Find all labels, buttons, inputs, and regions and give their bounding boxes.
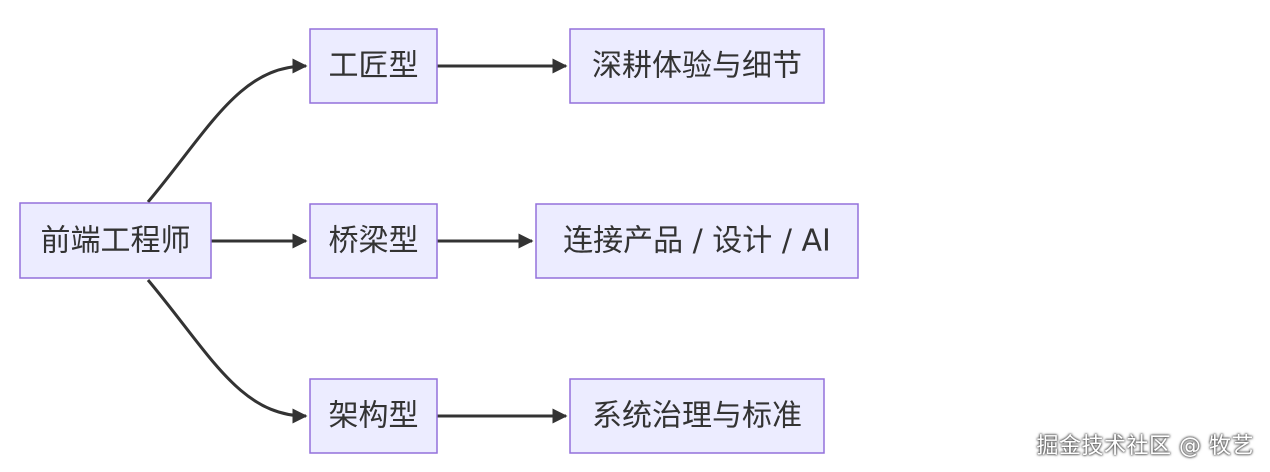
node-bridge-detail: 连接产品 / 设计 / AI: [535, 203, 859, 279]
node-bridge-detail-label: 连接产品 / 设计 / AI: [563, 224, 831, 259]
node-craftsman-detail: 深耕体验与细节: [569, 28, 825, 104]
watermark: 掘金技术社区 @ 牧艺: [1036, 434, 1254, 459]
node-root-label: 前端工程师: [41, 224, 191, 259]
node-architect-label: 架构型: [329, 399, 419, 434]
node-craftsman-label: 工匠型: [329, 49, 419, 84]
edge-root-to-craftsman: [146, 58, 308, 203]
node-bridge-label: 桥梁型: [329, 224, 419, 259]
node-craftsman-detail-label: 深耕体验与细节: [592, 49, 802, 84]
edge-root-to-architect: [146, 279, 308, 424]
node-architect: 架构型: [309, 378, 438, 454]
node-root: 前端工程师: [19, 202, 212, 279]
node-architect-detail: 系统治理与标准: [569, 378, 825, 454]
node-bridge: 桥梁型: [309, 203, 438, 279]
node-architect-detail-label: 系统治理与标准: [592, 399, 802, 434]
edges: [146, 58, 568, 424]
node-craftsman: 工匠型: [309, 28, 438, 104]
